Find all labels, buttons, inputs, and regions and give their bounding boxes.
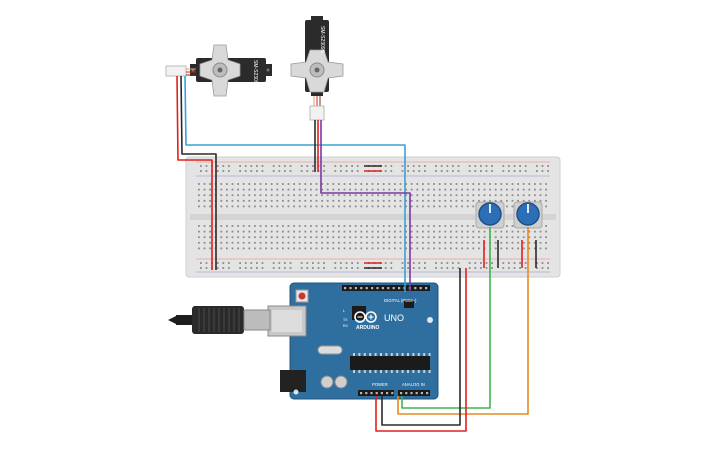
l-label: L xyxy=(343,309,345,313)
servo-2[interactable]: SM-S2309S xyxy=(290,16,344,121)
tx-label: TX xyxy=(343,318,348,322)
pot1-signal[interactable] xyxy=(401,227,491,409)
pot2-signal[interactable] xyxy=(397,227,529,415)
chip-pins xyxy=(353,353,431,373)
rx-label: RX xyxy=(343,324,349,328)
model-label: UNO xyxy=(384,313,404,323)
usb-grip xyxy=(198,308,240,332)
usb-cable[interactable] xyxy=(168,306,271,334)
potentiometer-2[interactable] xyxy=(513,201,543,229)
wire-servo1-ground[interactable] xyxy=(180,75,217,270)
power-header-label: POWER xyxy=(372,382,388,387)
servo-2-label: SM-S2309S xyxy=(319,26,325,54)
arduino-5v-to-rail[interactable] xyxy=(375,268,467,432)
bottom-header-pins xyxy=(360,392,429,395)
arduino-logo xyxy=(354,311,377,323)
analog-header-label: ANALOG IN xyxy=(402,382,425,387)
wire-servo2-signal[interactable] xyxy=(320,120,411,292)
arduino-gnd-to-rail[interactable] xyxy=(381,268,461,426)
wire-servo1-power[interactable] xyxy=(176,75,213,270)
wires xyxy=(176,75,537,432)
wire-servo1-signal[interactable] xyxy=(184,75,406,292)
potentiometer-1[interactable] xyxy=(475,201,505,229)
servo-1[interactable]: SM-S2309S xyxy=(165,44,272,97)
arduino-uno[interactable]: DIGITAL (PWM~) POWER ANALOG IN TX RX L A… xyxy=(267,282,439,400)
brand-label: ARDUINO xyxy=(356,325,379,331)
digital-header-label: DIGITAL (PWM~) xyxy=(384,298,417,303)
servo-1-label: SM-S2309S xyxy=(252,60,258,88)
